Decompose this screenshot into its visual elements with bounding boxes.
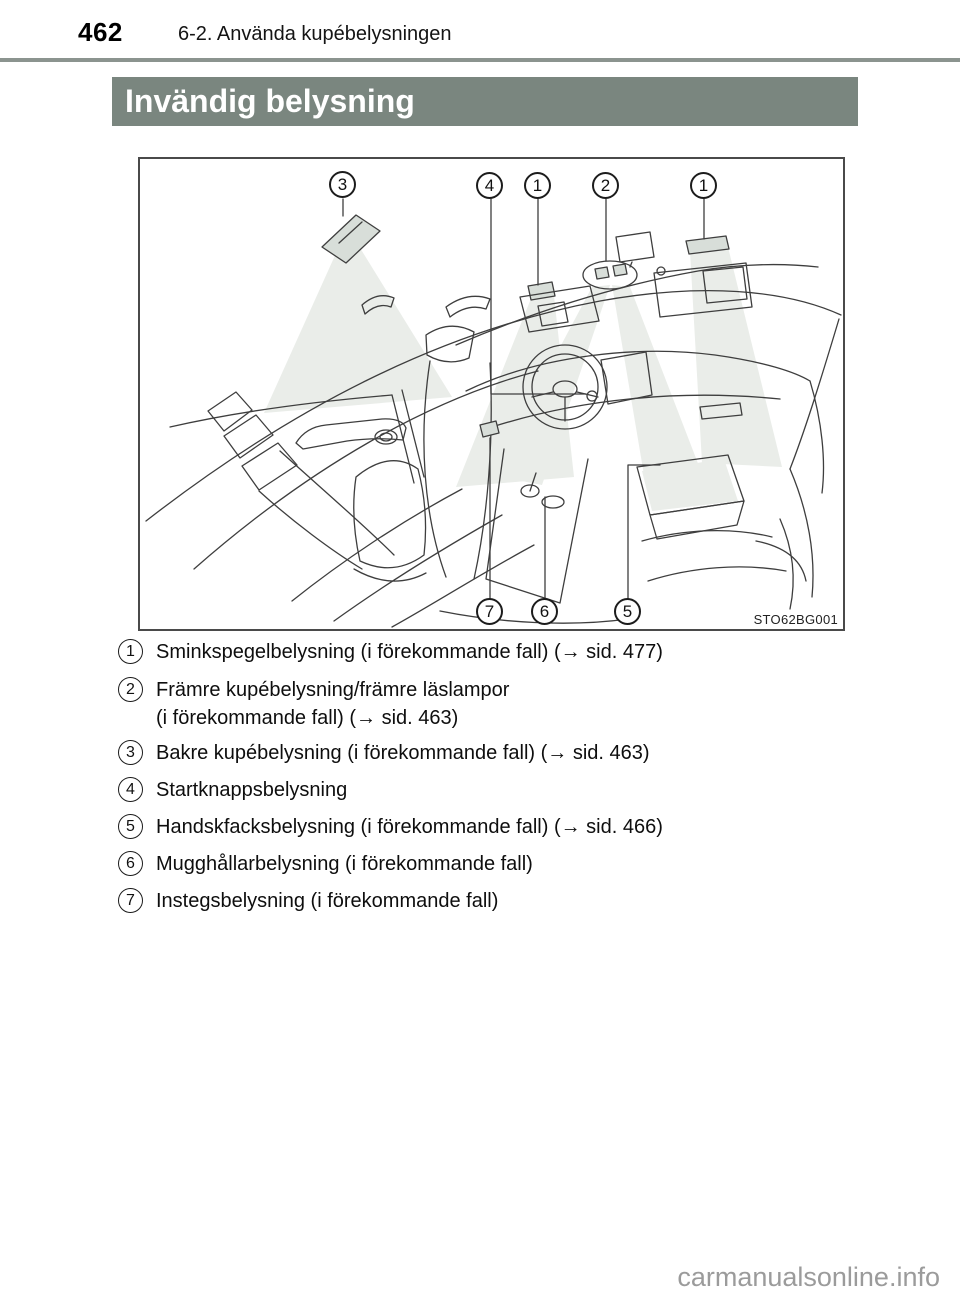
legend-item-text: Bakre kupébelysning (i förekommande fall…	[156, 742, 650, 764]
callout-1-left: 1	[524, 172, 551, 199]
legend-item-3: 3 Bakre kupébelysning (i förekommande fa…	[118, 739, 848, 767]
callout-6: 6	[531, 598, 558, 625]
car-interior-line-art	[145, 198, 842, 628]
legend-number-badge: 7	[118, 888, 143, 913]
callout-3: 3	[329, 171, 356, 198]
callout-7: 7	[476, 598, 503, 625]
legend-item-text: Handskfacksbelysning (i förekommande fal…	[156, 816, 663, 838]
legend-number-badge: 5	[118, 814, 143, 839]
legend-number-badge: 2	[118, 677, 143, 702]
callout-5: 5	[614, 598, 641, 625]
callout-2: 2	[592, 172, 619, 199]
legend-number-badge: 4	[118, 777, 143, 802]
legend-number-badge: 1	[118, 639, 143, 664]
callout-4: 4	[476, 172, 503, 199]
legend-number-badge: 6	[118, 851, 143, 876]
legend-item-text: Sminkspegelbelysning (i förekommande fal…	[156, 641, 663, 663]
watermark-text: carmanualsonline.info	[677, 1262, 940, 1292]
legend-item-1: 1 Sminkspegelbelysning (i förekommande f…	[118, 638, 848, 666]
legend-item-text: Instegsbelysning (i förekommande fall)	[156, 890, 499, 912]
legend-item-text: Mugghållarbelysning (i förekommande fall…	[156, 853, 533, 875]
header-rule	[0, 58, 960, 62]
legend-item-text: Startknappsbelysning	[156, 779, 348, 801]
page-number: 462	[78, 17, 123, 47]
interior-lighting-figure: 3 4 1 2 1 7 6 5 STO62BG001	[138, 157, 845, 631]
chapter-title: Invändig belysning	[125, 83, 415, 119]
section-title: 6-2. Använda kupébelysningen	[178, 23, 452, 45]
callout-1-right: 1	[690, 172, 717, 199]
chapter-title-bar: Invändig belysning	[112, 77, 858, 126]
legend-item-4: 4 Startknappsbelysning	[118, 776, 848, 804]
legend-number-badge: 3	[118, 740, 143, 765]
figure-code: STO62BG001	[753, 612, 838, 627]
legend-item-5: 5 Handskfacksbelysning (i förekommande f…	[118, 813, 848, 841]
legend-item-7: 7 Instegsbelysning (i förekommande fall)	[118, 887, 848, 915]
legend-item-6: 6 Mugghållarbelysning (i förekommande fa…	[118, 850, 848, 878]
legend-item-2: 2 Främre kupébelysning/främre läslampor …	[118, 676, 848, 732]
legend-item-text: Främre kupébelysning/främre läslampor (i…	[156, 679, 510, 729]
